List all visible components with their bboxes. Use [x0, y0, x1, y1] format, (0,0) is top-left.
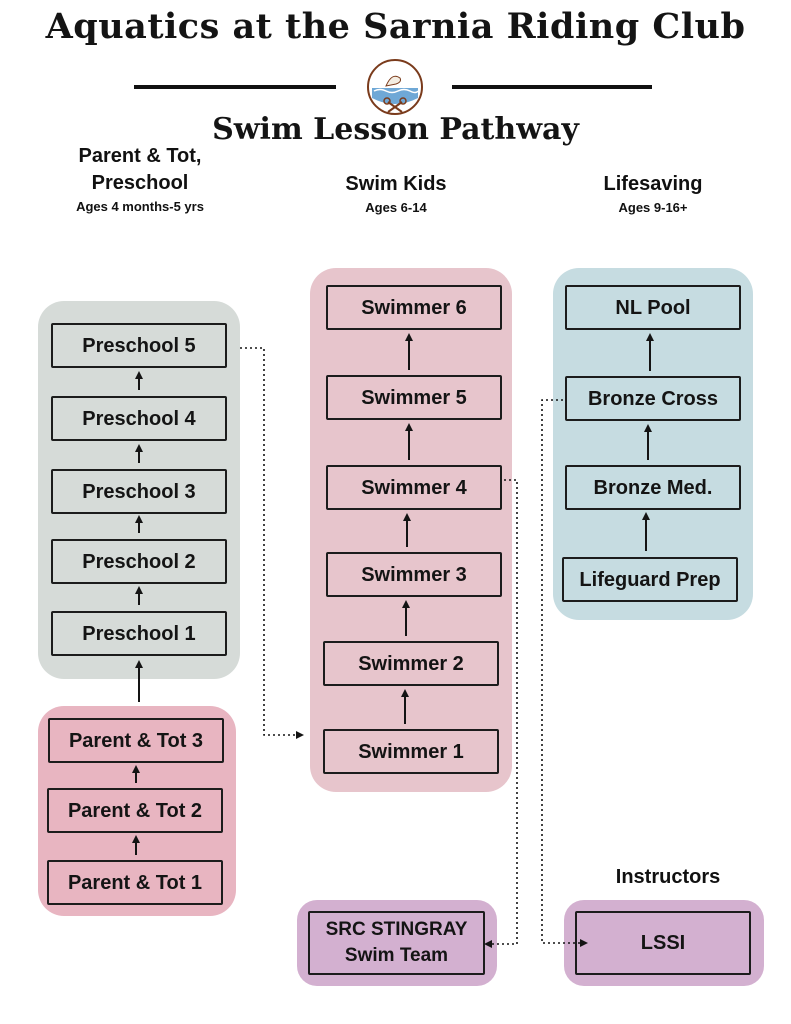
level-preschool-2: Preschool 2	[51, 539, 227, 584]
level-swimmer-3: Swimmer 3	[326, 552, 502, 597]
club-logo	[367, 59, 423, 115]
level-preschool-3: Preschool 3	[51, 469, 227, 514]
instructors-heading: Instructors	[615, 866, 721, 888]
level-preschool-1: Preschool 1	[51, 611, 227, 656]
page-subtitle: Swim Lesson Pathway	[212, 112, 579, 147]
column-ages-swimkids: Ages 6-14	[365, 200, 427, 215]
level-bronze-cross: Bronze Cross	[565, 376, 741, 421]
column-ages-lifesaving: Ages 9-16+	[618, 200, 688, 215]
level-bronze-medallion: Bronze Med.	[565, 465, 741, 510]
lifesaving-panel	[553, 268, 753, 620]
dotted-preschool5-to-swimmer1	[240, 347, 304, 739]
level-preschool-4: Preschool 4	[51, 396, 227, 441]
level-swimmer-2: Swimmer 2	[323, 641, 499, 686]
parent-tot-panel	[38, 706, 236, 916]
level-parent-tot-2: Parent & Tot 2	[47, 788, 223, 833]
swim-team-line1: SRC STINGRAY	[325, 919, 468, 940]
column-title-preschool: Parent & Tot, Preschool	[78, 145, 202, 194]
dotted-bronze-cross-to-lssi	[541, 399, 588, 947]
column-title-swimkids: Swim Kids	[345, 173, 447, 195]
page-title: Aquatics at the Sarnia Riding Club	[45, 6, 746, 47]
level-swimmer-6: Swimmer 6	[326, 285, 502, 330]
column-heading-lifesaving: Lifesaving Ages 9-16+	[553, 171, 753, 217]
swim-team-line2: Swim Team	[344, 945, 449, 966]
column-title-lifesaving: Lifesaving	[603, 173, 703, 195]
instructors-panel	[564, 900, 764, 986]
level-parent-tot-1: Parent & Tot 1	[47, 860, 223, 905]
column-heading-preschool: Parent & Tot, Preschool Ages 4 months-5 …	[40, 143, 240, 216]
level-parent-tot-3: Parent & Tot 3	[48, 718, 224, 763]
level-swimmer-1: Swimmer 1	[323, 729, 499, 774]
level-lifeguard-prep: Lifeguard Prep	[562, 557, 738, 602]
level-swimmer-4: Swimmer 4	[326, 465, 502, 510]
swimkids-panel	[310, 268, 512, 792]
level-swimmer-5: Swimmer 5	[326, 375, 502, 420]
preschool-panel	[38, 301, 240, 679]
level-preschool-5: Preschool 5	[51, 323, 227, 368]
title-rule-left	[134, 85, 336, 89]
level-nl-pool: NL Pool	[565, 285, 741, 330]
column-ages-preschool: Ages 4 months-5 yrs	[76, 199, 204, 214]
title-rule-right	[452, 85, 652, 89]
lssi-box: LSSI	[575, 911, 751, 975]
column-heading-swimkids: Swim Kids Ages 6-14	[296, 171, 496, 217]
swim-team-box: SRC STINGRAY Swim Team	[308, 911, 485, 975]
swim-team-panel	[297, 900, 497, 986]
dotted-swimmer4-to-swim-team	[484, 479, 518, 948]
